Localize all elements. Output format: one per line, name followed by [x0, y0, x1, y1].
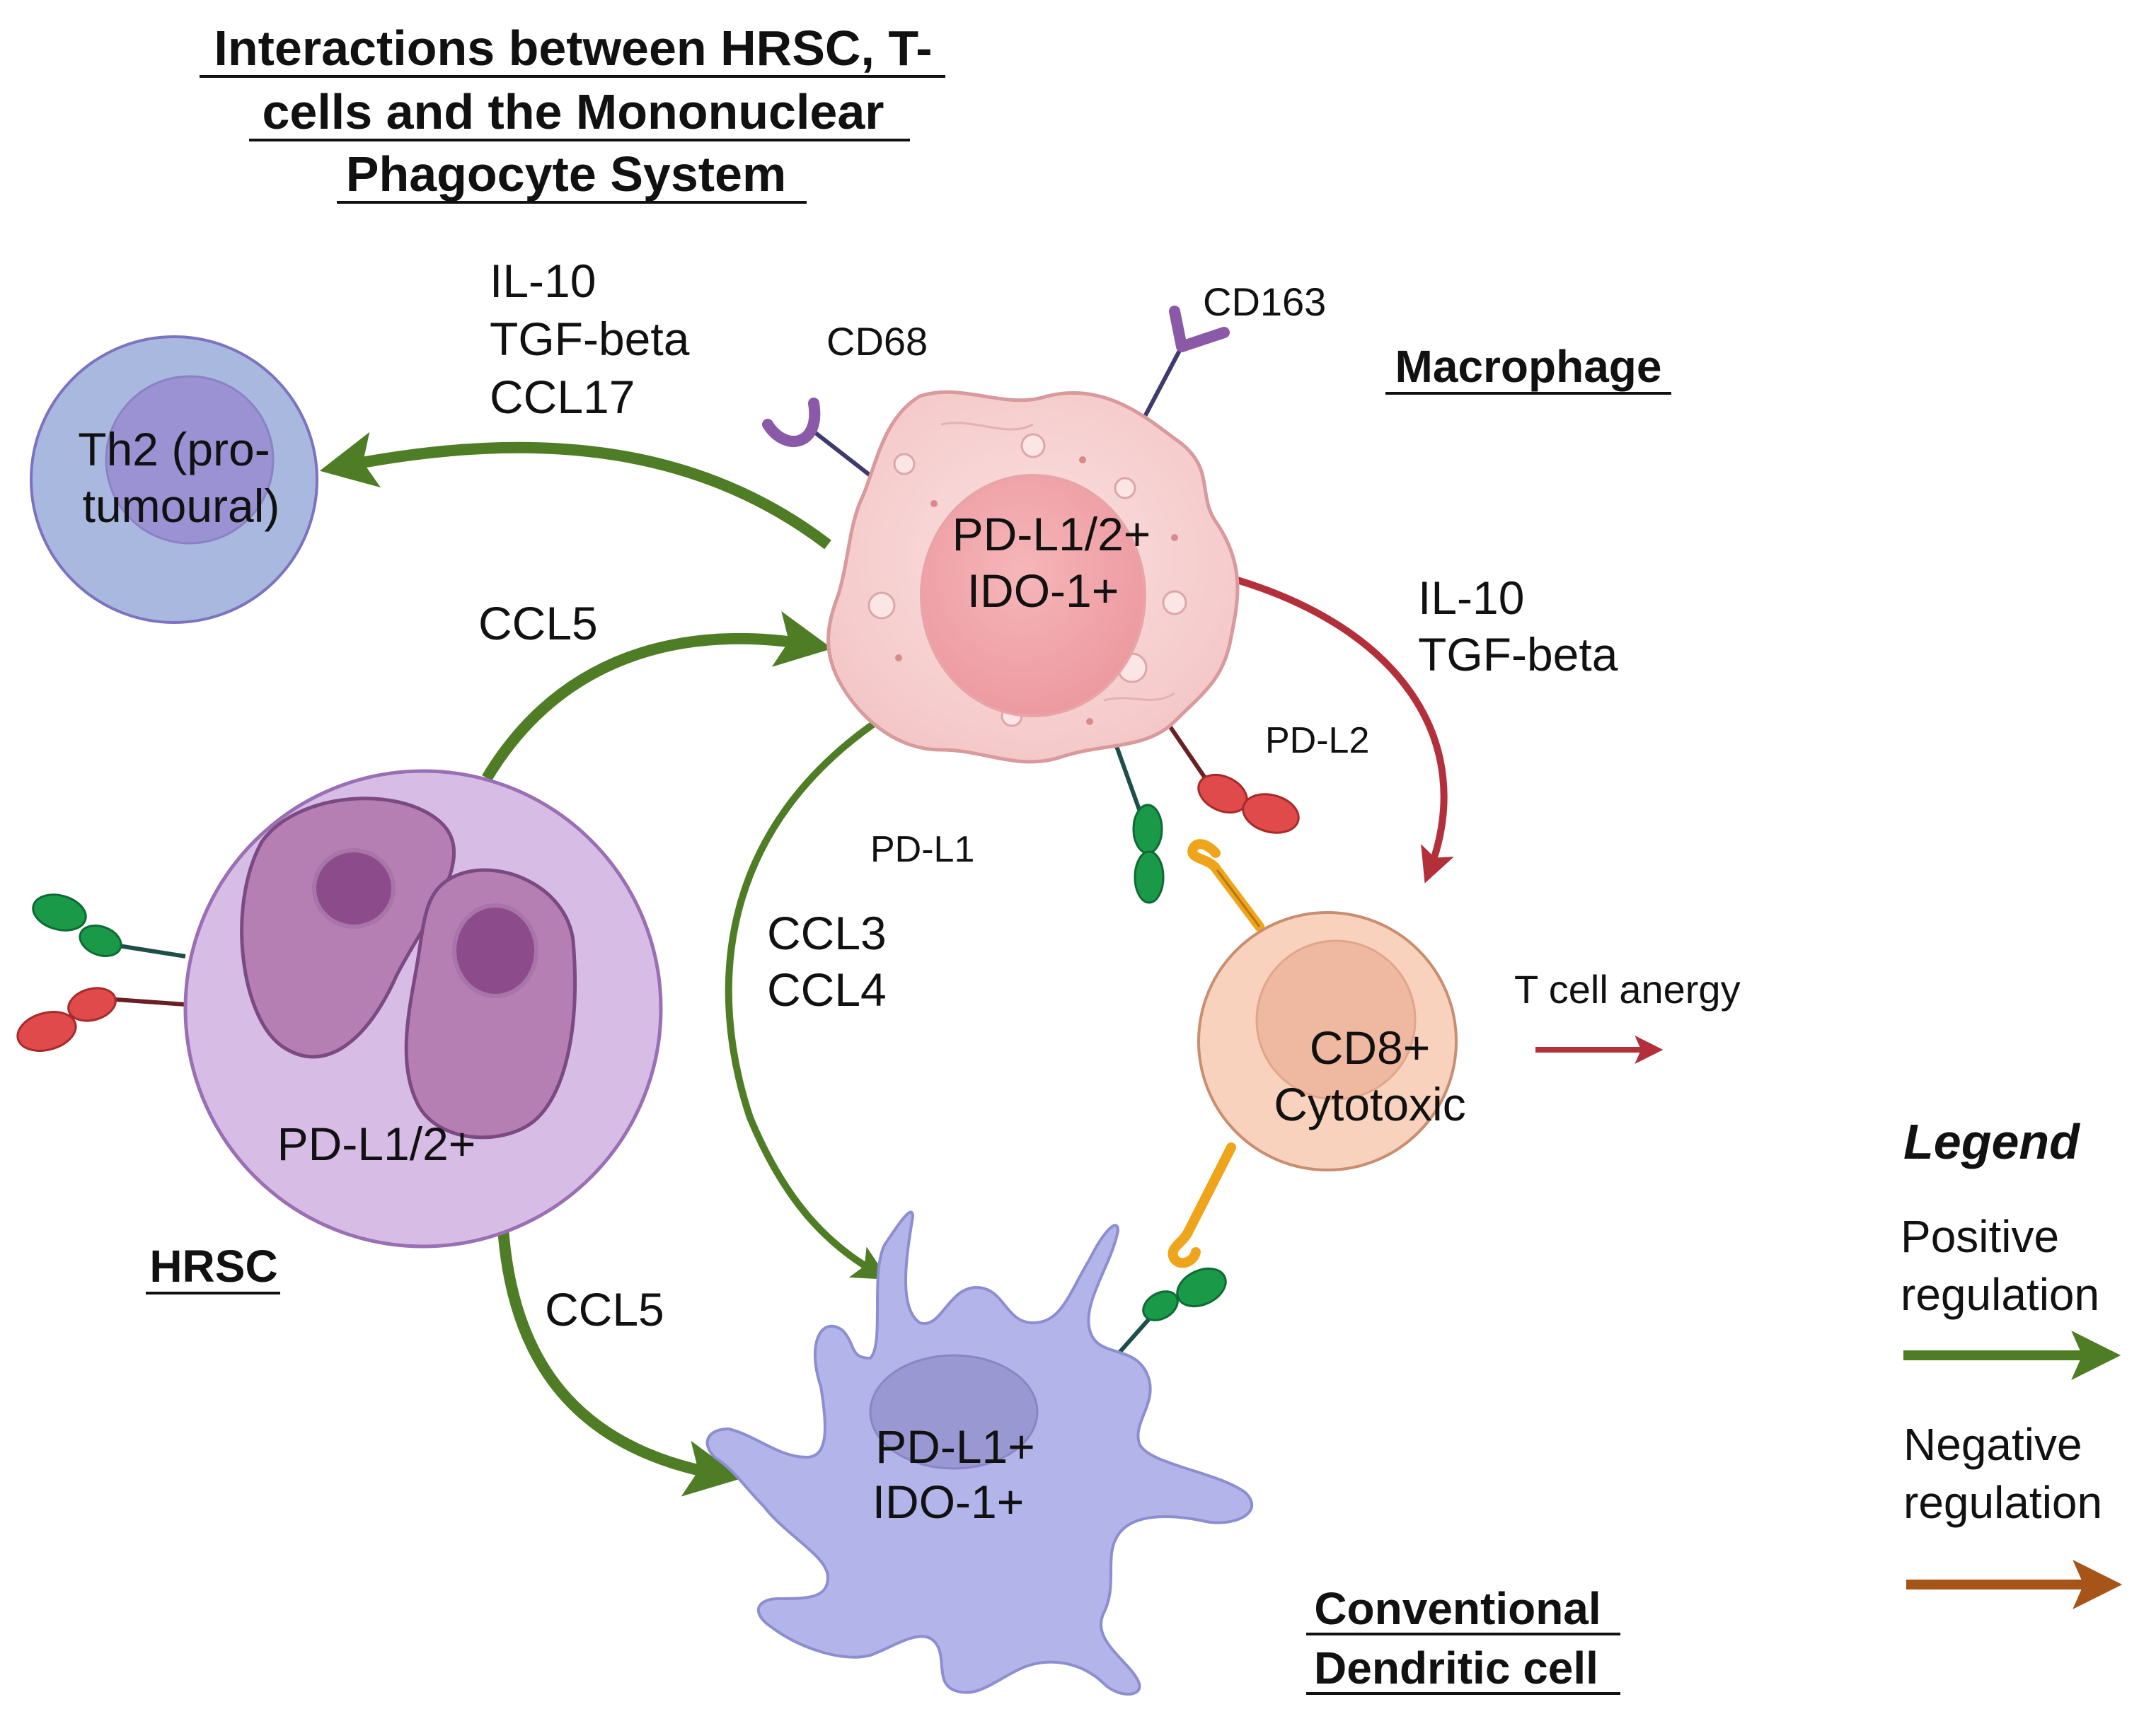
signal-ccl3: CCL3: [767, 907, 887, 959]
legend-negative-line-1: Negative: [1903, 1419, 2082, 1470]
dendritic-label-line-2: IDO-1+: [872, 1476, 1025, 1528]
pd-l1-label: PD-L1: [870, 829, 974, 870]
figure-title: Interactions between HRSC, T- cells and …: [200, 21, 945, 204]
dendritic-name-line-1: Conventional: [1314, 1583, 1601, 1634]
macrophage-pd-l1-ligand: [1114, 745, 1165, 904]
hrsc-cell: PD-L1/2+: [16, 769, 663, 1249]
t-cell-anergy-label: T cell anergy: [1514, 967, 1741, 1012]
legend-title: Legend: [1903, 1114, 2080, 1169]
hrsc-label: PD-L1/2+: [277, 1118, 476, 1170]
cd68-receptor: [762, 398, 879, 483]
signal-ccl5-dendritic: CCL5: [545, 1283, 664, 1336]
arrow-macrophage-to-dendritic: [725, 704, 901, 1280]
legend: Legend Positive regulation Negative regu…: [1901, 1114, 2123, 1609]
macrophage-name: Macrophage: [1395, 341, 1662, 392]
cd8-label-line-1: CD8+: [1310, 1021, 1431, 1074]
macrophage-cell: PD-L1/2+ IDO-1+: [762, 306, 1300, 904]
legend-positive-line-2: regulation: [1901, 1269, 2099, 1320]
th2-cell: Th2 (pro- tumoural): [30, 335, 318, 624]
cd163-receptor: [1138, 306, 1230, 426]
arrow-macrophage-to-cd8: [1216, 571, 1454, 884]
cd8-cell: CD8+ Cytotoxic: [1168, 839, 1466, 1268]
hrsc-pd-l1-ligand: [32, 893, 186, 958]
macrophage-label-line-1: PD-L1/2+: [952, 508, 1151, 560]
signal-ccl17-th2: CCL17: [490, 371, 635, 423]
cd8-label-line-2: Cytotoxic: [1274, 1078, 1465, 1130]
title-line-2: cells and the Mononuclear: [262, 84, 884, 139]
signal-il10-cd8: IL-10: [1418, 572, 1524, 624]
cd68-label: CD68: [826, 319, 928, 364]
signal-tgfbeta-cd8: TGF-beta: [1418, 628, 1618, 680]
macrophage-pd-l2-ligand: [1165, 722, 1300, 834]
hrsc-pd-l2-ligand: [16, 987, 186, 1052]
title-line-1: Interactions between HRSC, T-: [214, 21, 932, 76]
cd8-pd1-receptor-upper: [1187, 839, 1264, 932]
macrophage-label-line-2: IDO-1+: [967, 564, 1119, 617]
legend-positive-line-1: Positive: [1901, 1211, 2059, 1262]
arrow-hrsc-to-dendritic: [497, 1216, 742, 1497]
dendritic-name-line-2: Dendritic cell: [1314, 1643, 1598, 1693]
legend-negative-line-2: regulation: [1903, 1477, 2102, 1528]
signal-tgfbeta-th2: TGF-beta: [490, 313, 690, 365]
th2-label-line-2: tumoural): [83, 480, 280, 532]
th2-label-line-1: Th2 (pro-: [78, 423, 270, 475]
cd163-label: CD163: [1203, 279, 1326, 324]
arrow-macrophage-to-th2: [319, 432, 831, 550]
cd8-pd1-receptor-lower: [1168, 1142, 1236, 1268]
signal-ccl4: CCL4: [767, 963, 887, 1016]
signal-ccl5-macrophage: CCL5: [478, 597, 598, 649]
hrsc-name: HRSC: [149, 1241, 277, 1292]
dendritic-label-line-1: PD-L1+: [875, 1420, 1035, 1473]
pd-l2-label: PD-L2: [1265, 720, 1369, 761]
signal-il10-th2: IL-10: [490, 255, 596, 307]
dendritic-cell: PD-L1+ IDO-1+: [705, 1210, 1253, 1696]
title-line-3: Phagocyte System: [346, 146, 786, 202]
arrow-hrsc-to-macrophage: [482, 610, 833, 782]
